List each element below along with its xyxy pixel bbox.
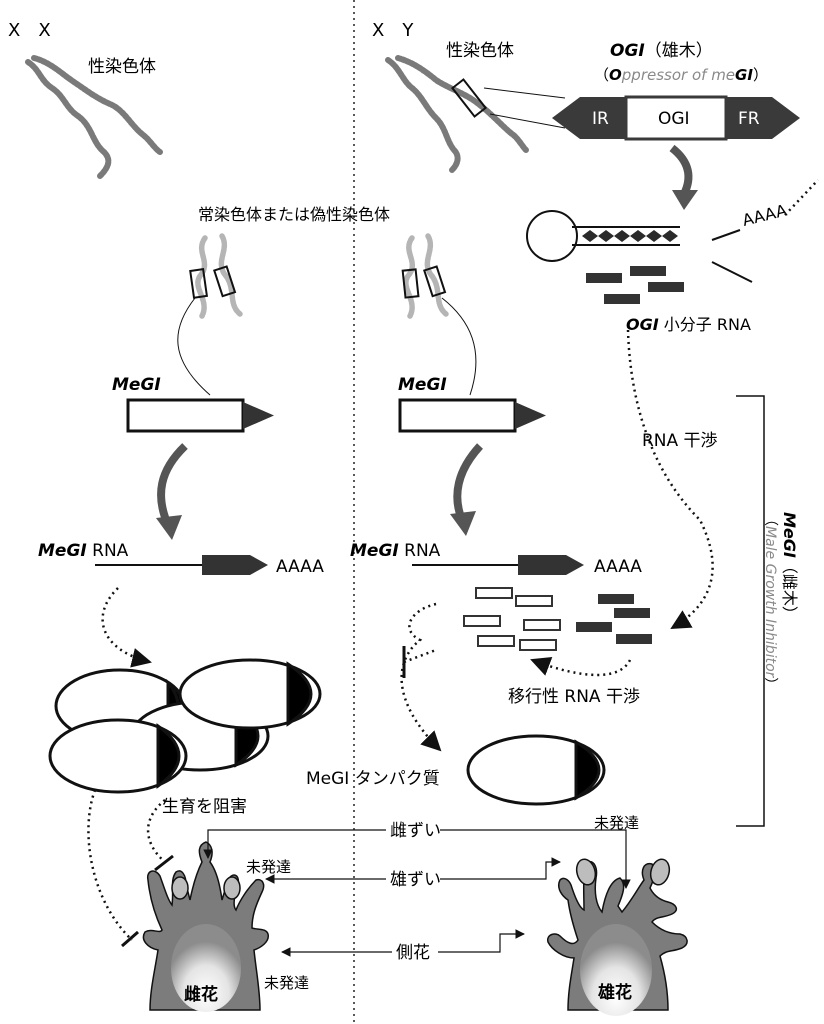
ogi-locus-box (450, 78, 488, 118)
gene-fr-label: FR (738, 109, 760, 129)
undeveloped-label-left-top: 未発達 (246, 858, 291, 876)
sex-chromosome-x-left (25, 55, 163, 179)
megi-gene-label-right: MeGI (398, 375, 447, 395)
hairpin-tail (711, 229, 741, 241)
autosome-pair-left (195, 233, 243, 319)
megi-gene-right (398, 398, 546, 433)
ogi-title: OGI（雄木） (610, 41, 713, 61)
gene-locus-box-left-2 (213, 265, 237, 298)
stamen-arrow-right (440, 857, 561, 880)
pistil-arrow-left (203, 829, 386, 859)
inhibit-bar-2 (154, 854, 174, 872)
rnai-path (626, 329, 714, 630)
pistil-label: 雌ずい (390, 821, 441, 841)
sex-chromosome-xy (385, 55, 529, 173)
side-flower-label: 側花 (396, 943, 430, 963)
transcription-arrow-right (453, 443, 483, 522)
inhibit-path-1 (87, 789, 133, 941)
ogi-small-rna-label: OGI 小分子 RNA (626, 315, 751, 334)
megi-translation-blocked (400, 602, 442, 752)
inhibit-bar-1 (121, 930, 139, 948)
ogi-gene-construct (552, 95, 800, 141)
gene-ir-label: IR (592, 109, 609, 129)
sex-chromosome-label-right: 性染色体 (446, 41, 514, 61)
megi-protein-label: MeGI タンパク質 (306, 769, 440, 789)
transcription-arrow-ogi (669, 144, 693, 196)
ogi-small-rnas-targeting (576, 594, 652, 644)
megi-gene-label-left: MeGI (112, 375, 161, 395)
megi-rna-label-left: MeGI RNA (38, 541, 129, 561)
locus-pointer-left (177, 297, 211, 396)
autosome-pair-right (403, 233, 449, 319)
megi-protein-cluster (48, 658, 322, 794)
megi-gene-left (126, 398, 274, 433)
transcription-arrowhead-left (156, 515, 182, 540)
hairpin-polya-dots (784, 179, 819, 216)
rnai-label: RNA 干渉 (642, 431, 718, 451)
svg-text:MeGI（雌木）: MeGI（雌木） (780, 512, 799, 622)
autosome-label: 常染色体または偽性染色体 (198, 205, 390, 224)
transcription-arrow-left (157, 443, 188, 527)
megi-bracket-label: MeGI（雌木） （Male Growth Inhibitor） (762, 512, 799, 691)
gene-locus-box-right-1 (401, 268, 420, 299)
transitive-rnai-label: 移行性 RNA 干渉 (508, 687, 640, 707)
ogi-locus-pointer-2 (489, 113, 566, 129)
chromosome-xx-label: X X (8, 20, 51, 41)
mrna-cds-left (202, 555, 268, 575)
locus-pointer-right (441, 297, 477, 396)
undeveloped-label-left-bottom: 未発達 (264, 974, 309, 992)
megi-bracket (736, 395, 765, 827)
male-flower-label: 雄花 (597, 982, 632, 1003)
chromosome-xy-label: X Y (372, 20, 414, 41)
undeveloped-label-right: 未発達 (594, 814, 639, 832)
inhibit-growth-label: 生育を阻害 (162, 797, 247, 817)
polya-right: AAAA (594, 557, 642, 577)
inhibit-path-2 (146, 799, 166, 863)
stamen-label: 雄ずい (390, 870, 441, 890)
ogi-hairpin-rna (526, 210, 680, 262)
translation-arrow-left (101, 587, 152, 668)
male-flower (547, 858, 688, 1016)
polya-left: AAAA (276, 557, 324, 577)
inhibit-bar-rnai-stem (403, 648, 437, 664)
gene-ogi-label: OGI (658, 109, 690, 129)
ogi-small-rnas (586, 266, 684, 304)
transcription-arrowhead-right (450, 511, 476, 536)
gene-locus-box-right-2 (423, 265, 447, 298)
female-flower-label: 雌花 (184, 984, 218, 1005)
transcription-arrowhead-ogi (672, 190, 698, 210)
megi-rna-label-right: MeGI RNA (350, 541, 441, 561)
pistil-arrow-right (440, 829, 631, 889)
ogi-subtitle: （Oppressor of meGI） (594, 66, 768, 84)
hairpin-polya: AAAA (740, 201, 788, 230)
mrna-cds-right (518, 555, 584, 575)
degraded-megi-rna-fragments (463, 587, 561, 651)
transitive-rnai-arrow (530, 656, 632, 677)
megi-protein-single (466, 734, 606, 806)
ogi-locus-pointer-1 (483, 87, 566, 99)
sex-chromosome-label-left: 性染色体 (88, 57, 156, 77)
svg-text:（Male Growth Inhibitor）: （Male Growth Inhibitor） (762, 512, 778, 691)
gene-locus-box-left-1 (189, 268, 209, 299)
dicing-arrow-line (711, 261, 753, 283)
side-flower-arrow-right (438, 929, 525, 953)
female-flower (142, 841, 269, 1012)
